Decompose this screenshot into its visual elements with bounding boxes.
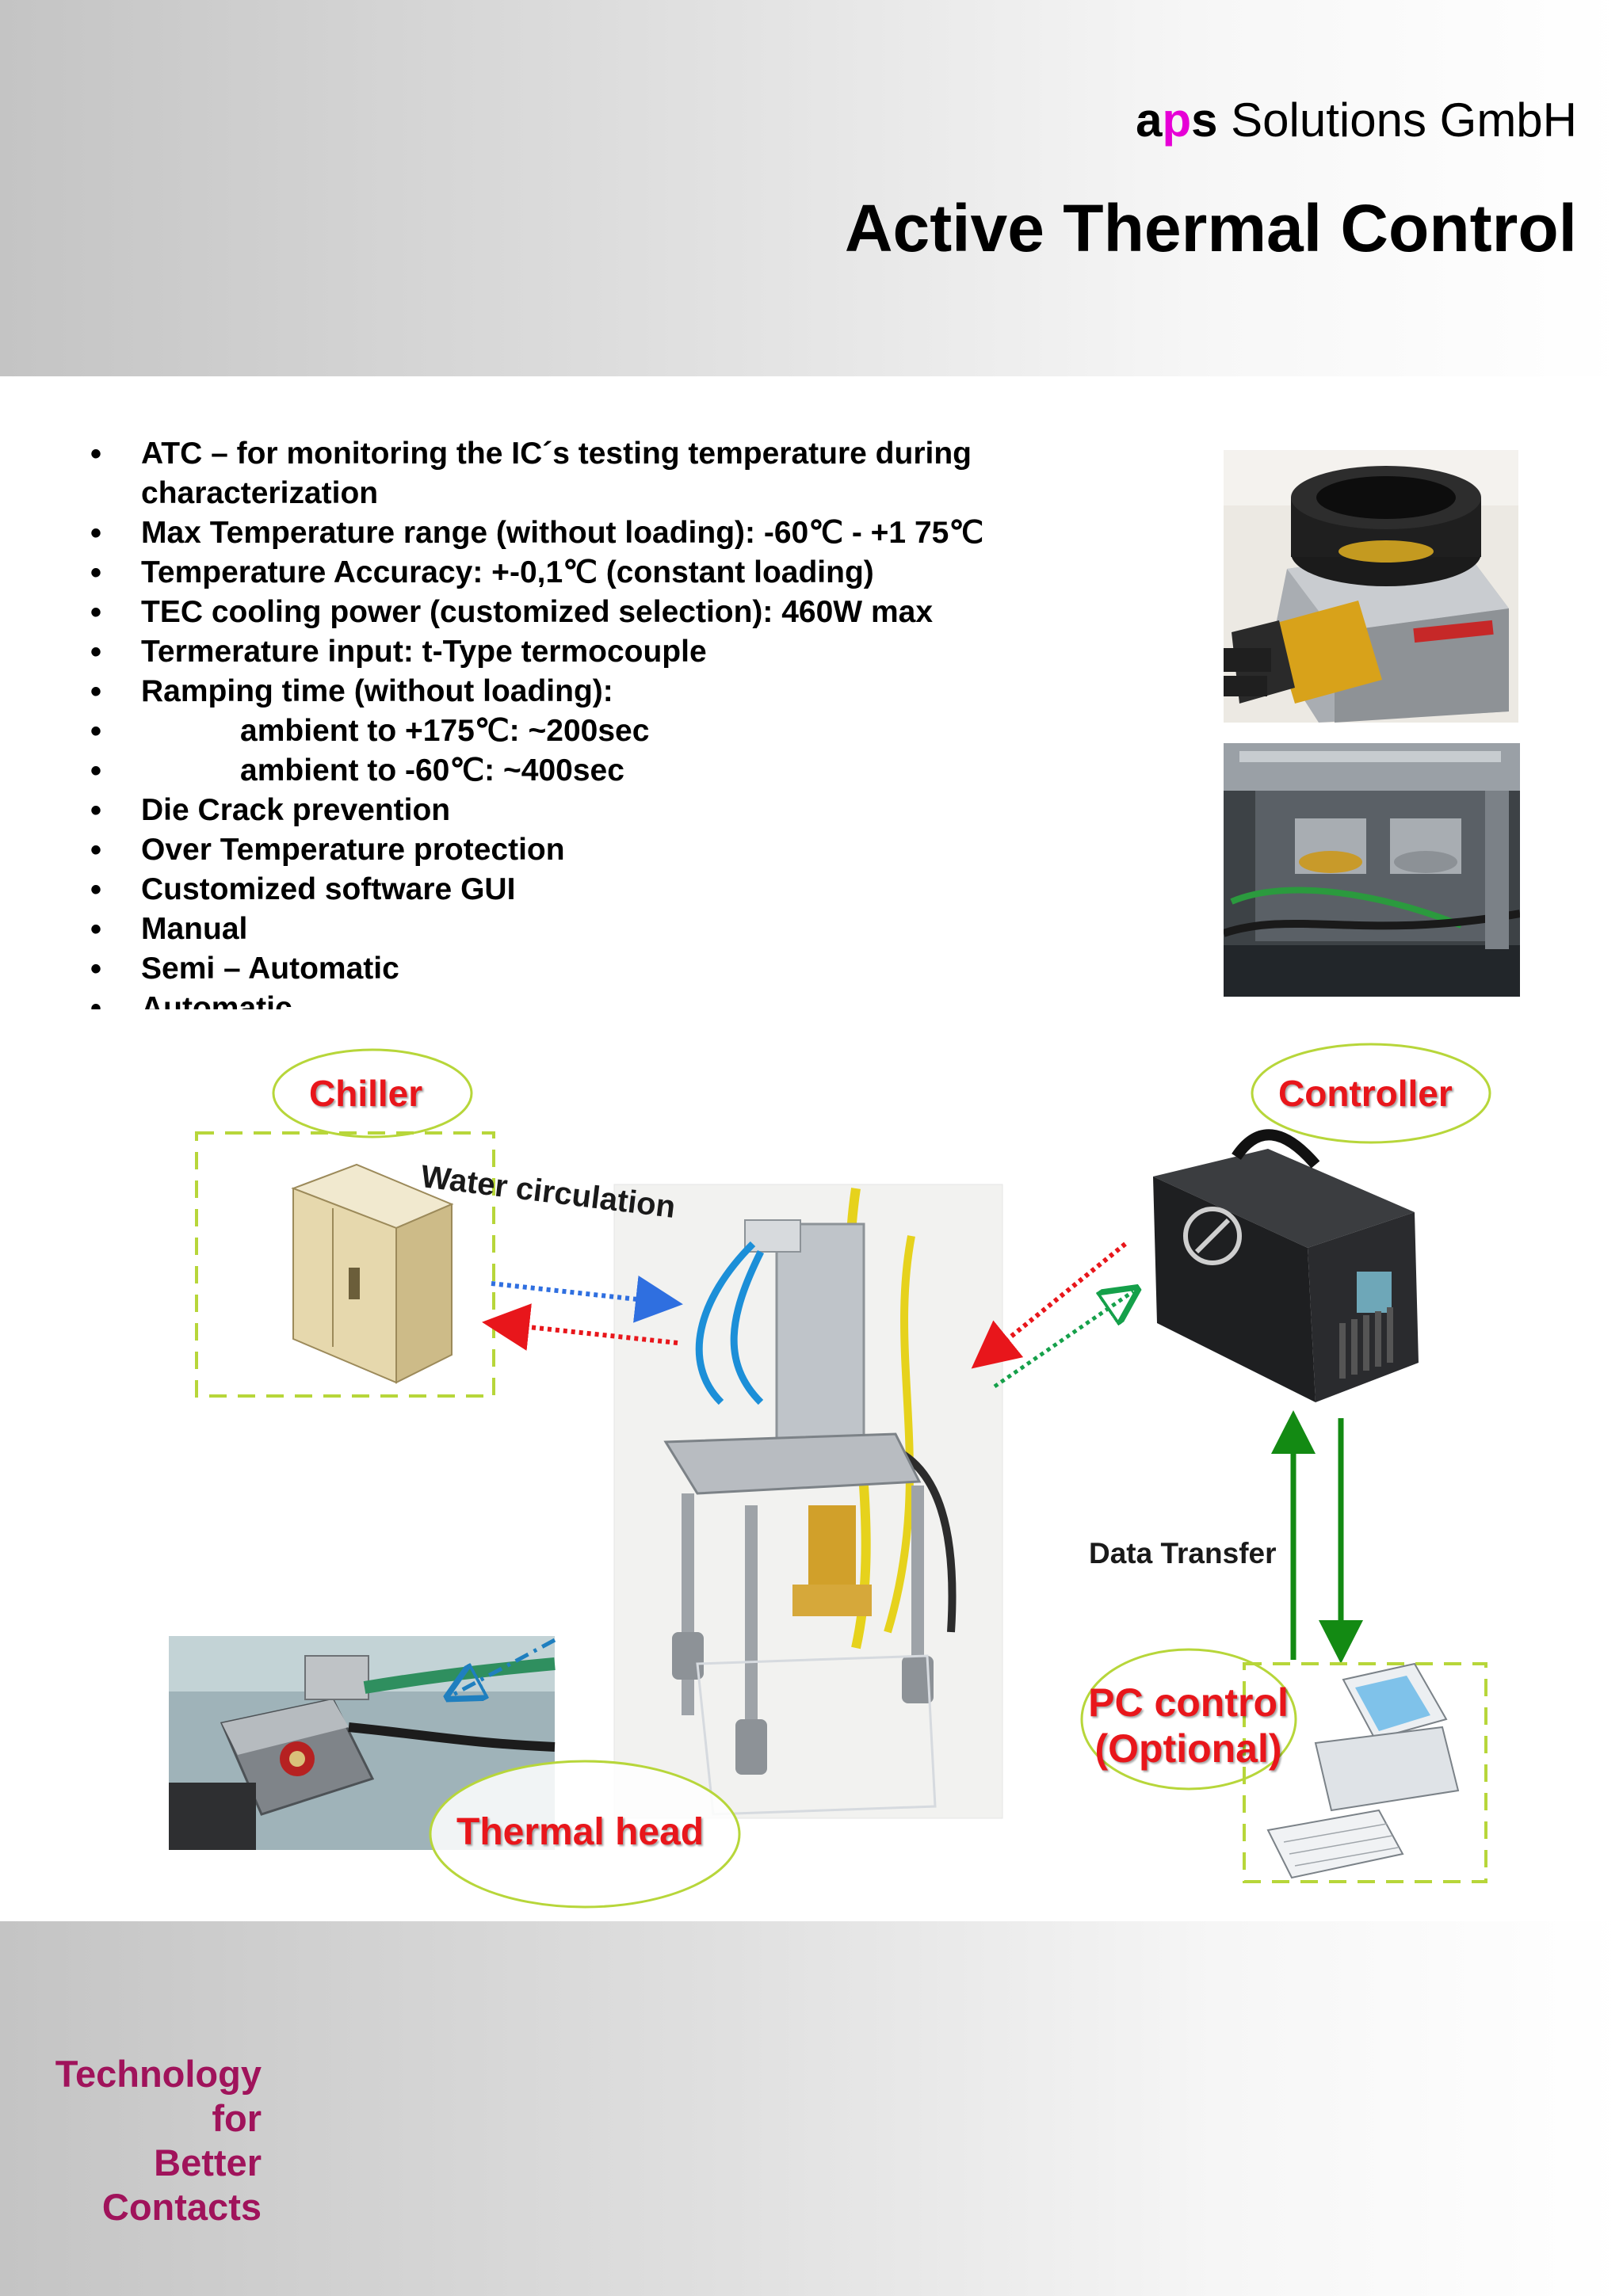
chiller-bubble (272, 1048, 473, 1138)
handler-install-photo (1224, 743, 1520, 997)
pc-control-label: PC control (Optional) (1083, 1680, 1293, 1772)
chiller-label: Chiller (309, 1073, 423, 1114)
company-name: aps Solutions GmbH (1136, 89, 1577, 152)
controller-bubble (1251, 1043, 1491, 1144)
company-letter-a: a (1136, 93, 1163, 147)
feature-text: Customized software GUI (141, 872, 516, 906)
feature-item: Ramping time (without loading): (79, 672, 1189, 711)
page-title: Active Thermal Control (844, 191, 1577, 265)
tagline: Technology for Better Contacts (55, 2052, 262, 2229)
feature-item: ATC – for monitoring the IC´s testing te… (79, 434, 1189, 474)
feature-item: Die Crack prevention (79, 791, 1189, 830)
thermal-head-photo (1224, 450, 1518, 723)
controller-label: Controller (1278, 1073, 1453, 1114)
feature-text: Termerature input: t-Type termocouple (141, 635, 707, 669)
test-rig-photo (613, 1184, 1003, 1819)
feature-text: Temperature Accuracy: +-0,1℃ (constant l… (141, 555, 874, 589)
feature-list: ATC – for monitoring the IC´s testing te… (79, 434, 1189, 1009)
tagline-line-2: for (212, 2097, 262, 2139)
tagline-line-1: Technology (55, 2053, 262, 2095)
feature-item: TEC cooling power (customized selection)… (79, 593, 1189, 632)
feature-item: Customized software GUI (79, 870, 1189, 910)
data-transfer-label: Data Transfer (1089, 1537, 1277, 1569)
feature-item: characterization (79, 474, 1189, 513)
feature-item: Semi – Automatic (79, 949, 1189, 989)
tagline-line-3: Better (154, 2142, 262, 2183)
feature-item: Max Temperature range (without loading):… (79, 513, 1189, 553)
pc-box (1243, 1662, 1487, 1883)
pc-control-line1: PC control (1088, 1680, 1289, 1725)
controller-unit-icon (1153, 1129, 1419, 1402)
feedback-signal-arrow (993, 1291, 1133, 1389)
company-letter-s: s (1191, 93, 1218, 147)
feature-text: Automatic (141, 991, 292, 1009)
data-up-arrowhead (1271, 1410, 1316, 1454)
thermal-head-bubble (429, 1760, 741, 1909)
pc-computer-icon (1266, 1662, 1460, 1879)
water-out-arrow (491, 1275, 683, 1323)
feature-item: ambient to +175℃: ~200sec (79, 711, 1189, 751)
feature-item: Termerature input: t-Type termocouple (79, 632, 1189, 672)
feature-text: Semi – Automatic (141, 952, 399, 986)
thermal-head-pointer-arrow (452, 1638, 556, 1695)
feature-text: Ramping time (without loading): (141, 674, 613, 708)
feature-text: characterization (141, 476, 379, 510)
footer-band (0, 1921, 1623, 2296)
feature-text: Max Temperature range (without loading):… (141, 516, 984, 550)
feature-item: Manual (79, 910, 1189, 949)
data-down-arrowhead (1319, 1620, 1363, 1664)
chiller-cabinet-icon (291, 1163, 454, 1384)
tagline-line-4: Contacts (101, 2186, 262, 2228)
feature-text: TEC cooling power (customized selection)… (141, 595, 934, 629)
header-band (0, 0, 1623, 376)
pc-control-line2: (Optional) (1094, 1726, 1282, 1771)
feature-text: Manual (141, 912, 248, 946)
feature-text: ambient to +175℃: ~200sec (240, 714, 650, 748)
feature-item: Automatic (79, 989, 1189, 1009)
chiller-box (195, 1131, 495, 1398)
feature-text: ATC – for monitoring the IC´s testing te… (141, 437, 972, 471)
feature-item: Temperature Accuracy: +-0,1℃ (constant l… (79, 553, 1189, 593)
feature-text: ambient to -60℃: ~400sec (240, 753, 624, 788)
system-diagram: Chiller Controller Thermal head PC contr… (95, 1030, 1506, 1921)
pc-control-bubble (1080, 1648, 1297, 1791)
company-letter-p: p (1162, 93, 1192, 147)
thermal-head-label: Thermal head (456, 1811, 705, 1853)
company-name-rest: Solutions GmbH (1217, 93, 1577, 147)
feature-item: Over Temperature protection (79, 830, 1189, 870)
feature-text: Die Crack prevention (141, 793, 451, 827)
feature-item: ambient to -60℃: ~400sec (79, 751, 1189, 791)
feature-text: Over Temperature protection (141, 833, 565, 867)
